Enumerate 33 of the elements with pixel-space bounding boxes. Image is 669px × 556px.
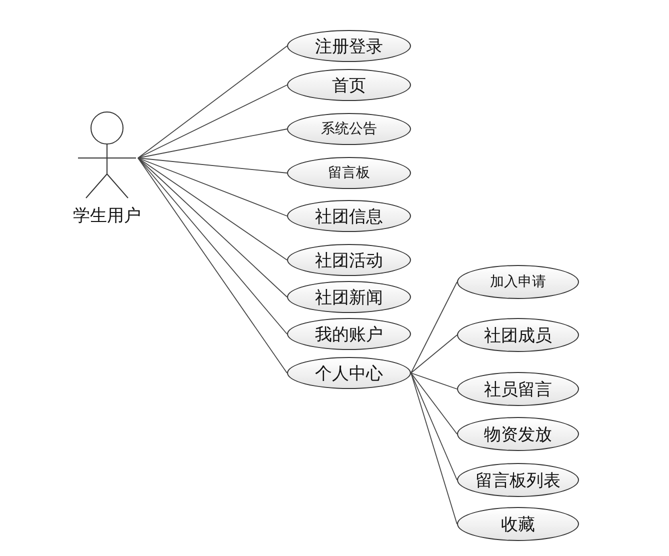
use-case-label: 系统公告	[321, 120, 377, 138]
association-line	[410, 372, 458, 434]
use-case-label: 社员留言	[484, 378, 552, 400]
use-case-label: 加入申请	[490, 273, 546, 291]
association-line	[410, 282, 458, 374]
association-line	[138, 46, 288, 158]
use-case-label: 社团活动	[315, 250, 383, 272]
use-case-ellipse	[287, 357, 411, 389]
use-case-label: 物资发放	[484, 424, 552, 446]
association-line	[138, 84, 288, 158]
actor-label: 学生用户	[73, 205, 141, 227]
use-case-label: 社团信息	[315, 206, 383, 228]
use-case-ellipse	[457, 507, 579, 541]
use-case-label: 留言板列表	[476, 470, 560, 492]
use-case-label: 首页	[332, 74, 366, 96]
association-line	[138, 158, 288, 216]
association-line	[410, 372, 458, 390]
use-case-label: 我的账户	[315, 324, 383, 346]
association-line	[138, 128, 288, 158]
use-case-label: 社团新闻	[315, 286, 383, 308]
association-line	[138, 158, 288, 298]
association-line	[138, 158, 288, 260]
association-line	[410, 372, 458, 524]
use-case-label: 个人中心	[315, 362, 383, 384]
association-line	[410, 372, 458, 480]
use-case-label: 收藏	[501, 514, 535, 536]
association-line	[138, 158, 288, 174]
use-case-label: 社团成员	[484, 324, 552, 346]
use-case-label: 留言板	[328, 164, 370, 182]
use-case-label: 注册登录	[315, 36, 383, 58]
association-line	[410, 334, 458, 374]
association-line	[138, 158, 288, 374]
association-line	[138, 158, 288, 334]
